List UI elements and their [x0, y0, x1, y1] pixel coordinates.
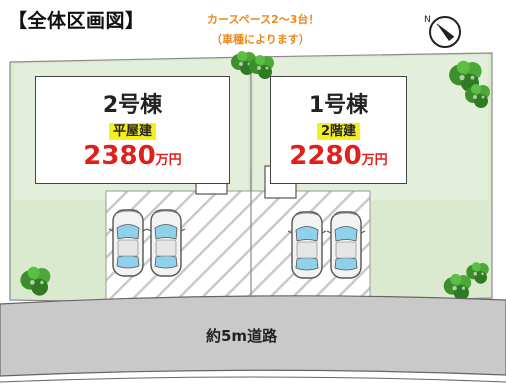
road [0, 295, 506, 377]
car-icon [146, 209, 186, 277]
parking-note-sub: （車種によります） [211, 33, 310, 46]
car-icon [108, 209, 148, 277]
price-unit: 万円 [361, 153, 388, 168]
lot-name: 1号棟 [308, 93, 369, 118]
building-type-badge: 2階建 [316, 123, 361, 140]
house-lot-1: 1号棟 2階建 2280万円 [270, 76, 407, 184]
lot-name: 2号棟 [102, 93, 163, 118]
road-label: 約5m道路 [206, 327, 278, 345]
price-value: 2280 [289, 141, 362, 171]
price-value: 2380 [83, 141, 156, 171]
building-type-badge: 平屋建 [108, 123, 156, 140]
car-icon [287, 211, 327, 279]
house-lot-2: 2号棟 平屋建 2380万円 [35, 76, 230, 184]
north-arrow-icon: N [424, 15, 461, 48]
price-unit: 万円 [155, 153, 182, 168]
car-icon [326, 211, 366, 279]
parking-note: カースペース2～3台！ [207, 13, 320, 26]
svg-text:N: N [424, 15, 431, 25]
page-title: 【全体区画図】 [8, 10, 145, 32]
